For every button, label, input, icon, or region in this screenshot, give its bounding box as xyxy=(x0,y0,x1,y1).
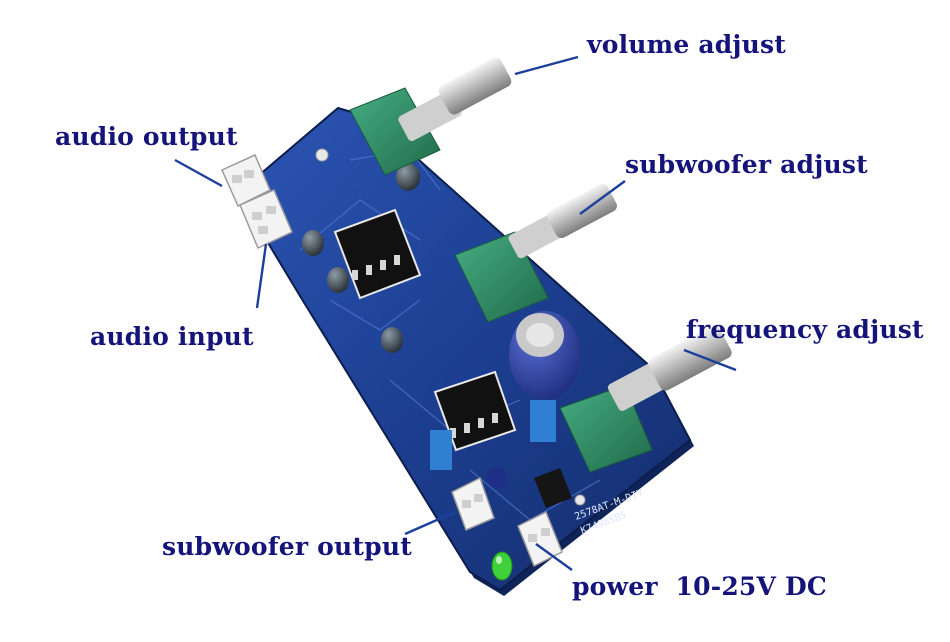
subwoofer-output-connector xyxy=(451,476,495,532)
pointer-power xyxy=(535,543,573,571)
pointer-lines xyxy=(174,55,737,571)
pointer-frequency xyxy=(683,348,737,372)
power-led xyxy=(491,551,513,581)
label-audio-output: audio output xyxy=(55,122,238,151)
label-subwoofer-adjust: subwoofer adjust xyxy=(625,150,868,179)
pointer-subwoofer-adjust xyxy=(579,180,626,215)
pointer-volume xyxy=(514,55,579,76)
label-volume-adjust: volume adjust xyxy=(587,30,787,59)
pointer-audio-output xyxy=(174,158,223,188)
audio-input-connector xyxy=(239,189,293,250)
power-connector xyxy=(517,510,563,568)
label-audio-input: audio input xyxy=(90,322,254,351)
voltage-regulator xyxy=(534,468,572,508)
volume-potentiometer xyxy=(349,57,512,176)
label-power: power 10-25V DC xyxy=(572,572,827,601)
pointer-subwoofer-output xyxy=(404,510,456,536)
label-frequency-adjust: frequency adjust xyxy=(686,315,924,344)
small-capacitors xyxy=(302,163,507,489)
film-capacitors xyxy=(430,400,556,470)
audio-output-connector xyxy=(221,154,271,208)
frequency-potentiometer xyxy=(559,325,732,473)
subwoofer-potentiometer xyxy=(454,183,617,323)
main-capacitor xyxy=(509,311,581,399)
ic-chips xyxy=(333,208,517,452)
label-subwoofer-output: subwoofer output xyxy=(162,532,412,561)
pointer-audio-input xyxy=(255,243,268,309)
